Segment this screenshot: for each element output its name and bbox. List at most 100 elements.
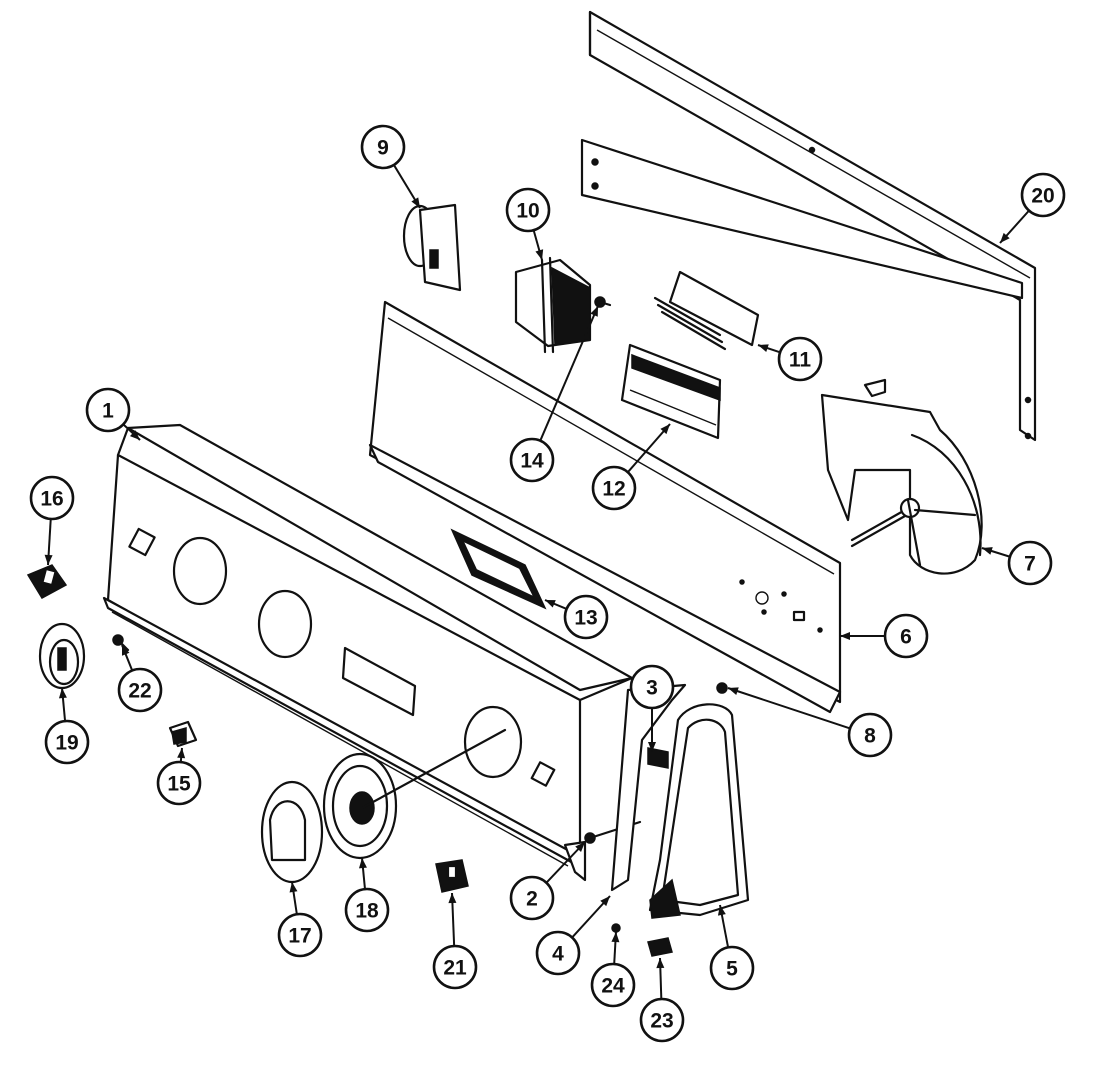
callout-18: 18 bbox=[344, 887, 390, 933]
leader-arrowhead-11 bbox=[758, 344, 769, 352]
part-clip-3 bbox=[647, 747, 669, 769]
callout-14: 14 bbox=[509, 437, 555, 483]
part-button-21 bbox=[435, 859, 469, 893]
part-end-trim-4 bbox=[610, 683, 687, 892]
callout-circle bbox=[535, 930, 581, 976]
part-front-panel bbox=[102, 423, 634, 882]
callout-circle bbox=[563, 594, 609, 640]
leader-arrowhead-23 bbox=[656, 958, 665, 969]
callout-circle bbox=[509, 437, 555, 483]
callout-circle bbox=[344, 887, 390, 933]
callout-2: 2 bbox=[509, 875, 555, 921]
callout-number: 16 bbox=[40, 488, 63, 511]
callout-circle bbox=[629, 664, 675, 710]
leader-arrowhead-16 bbox=[44, 554, 53, 565]
leader-line-12 bbox=[627, 423, 671, 473]
leader-arrowhead-1 bbox=[129, 430, 140, 440]
callout-number: 10 bbox=[516, 200, 539, 223]
callout-circle bbox=[432, 944, 478, 990]
callout-number: 19 bbox=[55, 732, 78, 755]
part-screw-24 bbox=[611, 923, 621, 933]
part-dial-knob-17 bbox=[260, 780, 324, 884]
callout-6: 6 bbox=[883, 613, 929, 659]
callout-circle bbox=[1007, 540, 1053, 586]
leader-arrowhead-9 bbox=[411, 197, 420, 208]
callout-number: 9 bbox=[377, 137, 389, 160]
leader-arrowhead-19 bbox=[58, 688, 67, 699]
callout-circle bbox=[777, 336, 823, 382]
leader-arrowhead-2 bbox=[575, 842, 585, 853]
callout-number: 22 bbox=[128, 680, 151, 703]
leader-lines bbox=[44, 164, 1030, 1000]
callout-circle bbox=[117, 667, 163, 713]
callout-circle bbox=[639, 997, 685, 1043]
callout-number: 13 bbox=[574, 607, 597, 630]
callout-21: 21 bbox=[432, 944, 478, 990]
part-display-lens bbox=[450, 528, 547, 610]
callout-circle bbox=[156, 760, 202, 806]
callout-11: 11 bbox=[777, 336, 823, 382]
callout-number: 20 bbox=[1031, 185, 1054, 208]
callout-circle bbox=[709, 945, 755, 991]
callout-circle bbox=[505, 187, 551, 233]
part-rear-bracket bbox=[580, 10, 1037, 442]
callout-13: 13 bbox=[563, 594, 609, 640]
leader-arrowhead-13 bbox=[545, 600, 556, 608]
callout-7: 7 bbox=[1007, 540, 1053, 586]
callout-1: 1 bbox=[85, 387, 131, 433]
callout-10: 10 bbox=[505, 187, 551, 233]
callout-circle bbox=[509, 875, 555, 921]
part-screw-14 bbox=[594, 296, 612, 308]
leader-arrowhead-14 bbox=[590, 306, 598, 317]
part-timer-switch bbox=[402, 203, 462, 292]
callout-9: 9 bbox=[360, 124, 406, 170]
callout-number: 11 bbox=[789, 349, 812, 372]
callout-circle bbox=[44, 719, 90, 765]
callout-number: 7 bbox=[1024, 553, 1036, 576]
leader-arrowhead-4 bbox=[600, 896, 610, 907]
callout-number: 4 bbox=[552, 943, 564, 966]
leader-line-8 bbox=[727, 687, 851, 730]
leader-arrowhead-15 bbox=[177, 748, 186, 759]
callout-number: 6 bbox=[900, 626, 912, 649]
callout-22: 22 bbox=[117, 667, 163, 713]
part-knob-19 bbox=[38, 622, 86, 690]
callout-number: 24 bbox=[601, 975, 625, 998]
callout-24: 24 bbox=[590, 962, 636, 1008]
leader-arrowhead-10 bbox=[535, 249, 544, 260]
callout-number: 17 bbox=[288, 925, 311, 948]
callout-5: 5 bbox=[709, 945, 755, 991]
callout-number: 18 bbox=[355, 900, 379, 923]
part-motor-assembly bbox=[820, 378, 983, 575]
callout-circle bbox=[591, 465, 637, 511]
callout-19: 19 bbox=[44, 719, 90, 765]
part-terminal-block bbox=[653, 270, 760, 351]
callout-number: 1 bbox=[102, 400, 114, 423]
leader-arrowhead-24 bbox=[611, 932, 620, 943]
part-screw-8 bbox=[716, 682, 728, 694]
callout-circle bbox=[85, 387, 131, 433]
callout-number: 23 bbox=[650, 1010, 673, 1033]
callout-number: 3 bbox=[646, 677, 658, 700]
part-control-board bbox=[620, 343, 722, 440]
part-dial-bezel-18 bbox=[322, 728, 507, 860]
callout-12: 12 bbox=[591, 465, 637, 511]
part-end-cap-5 bbox=[648, 703, 750, 919]
leader-line-14 bbox=[539, 305, 599, 442]
leader-arrowhead-18 bbox=[358, 858, 367, 869]
callout-3: 3 bbox=[629, 664, 675, 710]
callout-15: 15 bbox=[156, 760, 202, 806]
part-relay bbox=[514, 256, 592, 354]
part-screw-22 bbox=[112, 634, 130, 652]
callout-circle bbox=[590, 962, 636, 1008]
callout-number: 15 bbox=[167, 773, 191, 796]
callout-circle bbox=[277, 912, 323, 958]
callout-16: 16 bbox=[29, 475, 75, 521]
callout-number: 12 bbox=[602, 478, 625, 501]
callout-number: 14 bbox=[520, 450, 544, 473]
callout-circle bbox=[1020, 172, 1066, 218]
callout-circle bbox=[847, 712, 893, 758]
callout-circle bbox=[360, 124, 406, 170]
